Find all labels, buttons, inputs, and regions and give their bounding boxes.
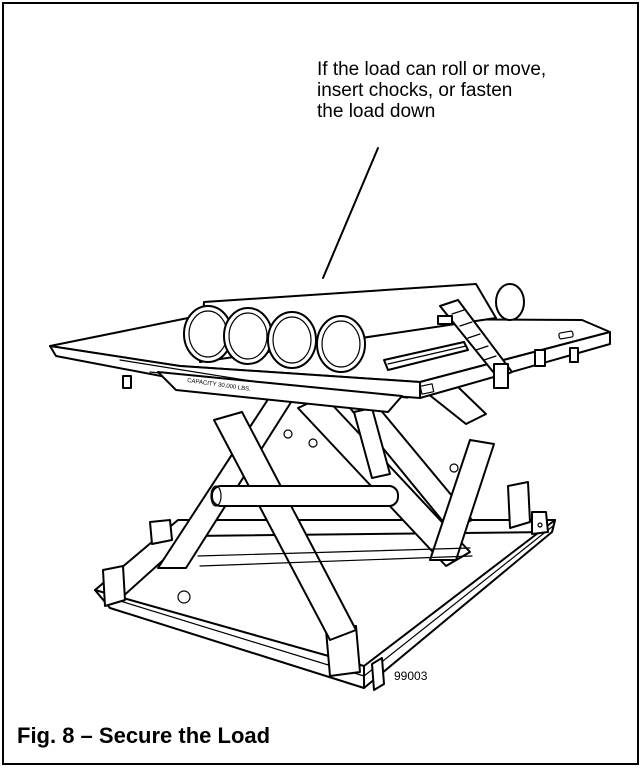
- figure-caption: Fig. 8 – Secure the Load: [17, 723, 271, 748]
- scissor-legs: [157, 359, 495, 641]
- callout-line-1: If the load can roll or move,: [317, 59, 547, 80]
- pipe-load: [183, 283, 525, 373]
- leader-line: [322, 147, 379, 279]
- tie-down-strap: [437, 299, 513, 389]
- chock: [383, 341, 469, 371]
- callout-text: If the load can roll or move, insert cho…: [317, 59, 643, 122]
- base-frame: [94, 481, 556, 691]
- callout-line-2: insert chocks, or fasten: [317, 80, 513, 101]
- callout-line-3: the load down: [317, 101, 436, 122]
- figure-id: 99003: [394, 669, 428, 683]
